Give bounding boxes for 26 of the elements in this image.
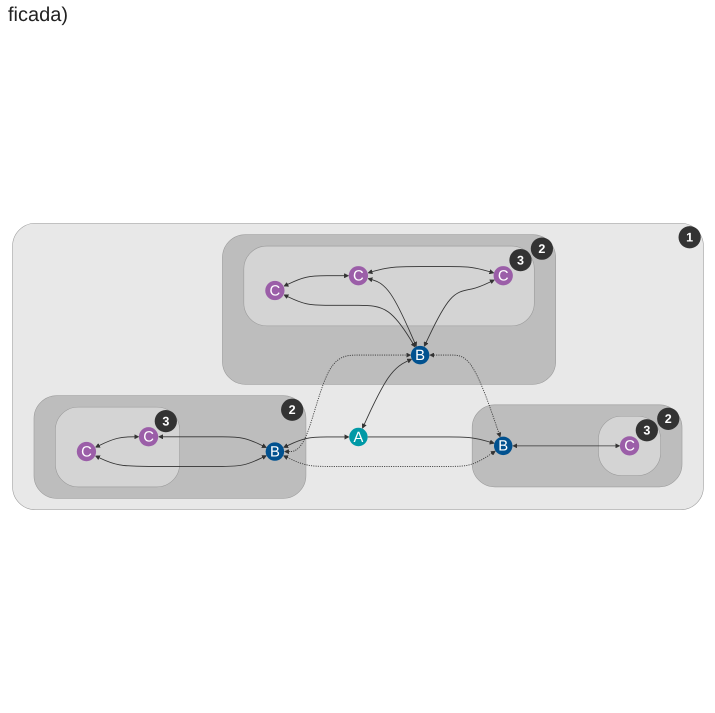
- arrow: [284, 352, 411, 454]
- node-circle: C: [348, 266, 368, 285]
- arrow: [366, 436, 494, 444]
- arrow: [512, 442, 620, 448]
- node-circle: C: [619, 436, 639, 455]
- node-circle: C: [493, 266, 512, 285]
- caption-fragment: ficada): [7, 3, 70, 28]
- node-circle: C: [138, 426, 158, 446]
- arrow: [282, 450, 496, 466]
- arrow: [362, 358, 412, 428]
- arrow: [282, 434, 349, 448]
- node-circle: A: [348, 427, 368, 446]
- node-circle: C: [76, 441, 96, 461]
- arrow: [94, 434, 139, 448]
- arrow: [158, 434, 266, 448]
- node-circle: B: [493, 436, 512, 455]
- arrow: [367, 276, 416, 346]
- arrow: [283, 294, 415, 347]
- arrow: [423, 279, 494, 346]
- node-circle: C: [264, 280, 284, 300]
- arrow: [283, 272, 348, 286]
- arrow: [367, 266, 494, 274]
- arrow: [428, 352, 501, 437]
- node-circle: B: [410, 345, 429, 364]
- node-circle: B: [265, 442, 284, 460]
- arrow: [94, 454, 266, 466]
